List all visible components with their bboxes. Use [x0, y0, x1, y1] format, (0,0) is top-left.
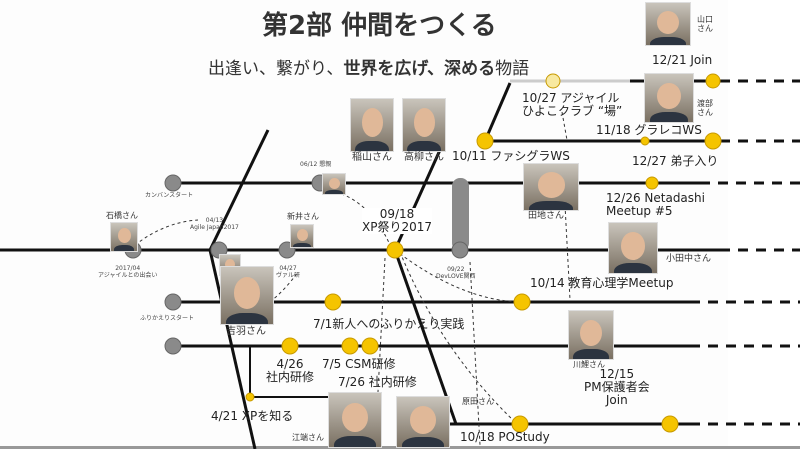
photo-yamaguchi: [645, 2, 691, 46]
label-val: 04/27 ヴァル研: [276, 265, 301, 279]
photo-watanabe: [644, 73, 694, 123]
slide-subtitle: 出逢い、繋がり、世界を広げ、深める物語: [208, 60, 529, 79]
photo-harada: [396, 396, 450, 448]
photo-arai: [290, 224, 314, 248]
label-kenshu426: 4/26 社内研修: [266, 357, 315, 385]
label-graphreco: 11/18 グラレコWS: [596, 123, 702, 137]
person-name: 渡部 さん: [697, 99, 713, 117]
label-kyoiku: 10/14 教育心理学Meetup: [530, 276, 674, 290]
label-furikaeri: ふりかえりスタート: [140, 315, 195, 322]
node-circle: [164, 293, 182, 311]
label-xp421: 4/21 XPを知る: [211, 409, 294, 423]
photo-odanaka: [608, 222, 658, 274]
photo-takayanagi: [402, 98, 446, 152]
relation-arrow: [561, 111, 568, 141]
event-circle: [511, 415, 529, 433]
node-circle: [451, 241, 469, 259]
event-circle: [324, 293, 342, 311]
event-circle: [361, 337, 379, 355]
subtitle-emphasis: 世界を広げ、深める: [343, 59, 496, 79]
relation-arrow: [469, 261, 481, 446]
label-join1221: 12/21 Join: [652, 53, 713, 67]
person-name: 石橋さん: [106, 211, 138, 220]
relation-arrow: [269, 271, 299, 303]
person-name: 川鯉さん: [573, 360, 605, 369]
person-name: 高柳さん: [404, 152, 444, 163]
branch-line: [208, 129, 270, 251]
subtitle-part: 物語: [495, 59, 530, 79]
event-circle: [476, 132, 494, 150]
relation-arrow: [134, 219, 199, 246]
branch-line: [393, 149, 442, 251]
relation-arrow: [374, 257, 386, 449]
person-name: 山口 さん: [697, 15, 713, 33]
relation-arrow: [564, 204, 571, 301]
person-name: 吉羽さん: [226, 326, 266, 337]
branch-line: [393, 249, 458, 425]
label-hiyoko: 10/27 アジャイル ひよこクラブ “場”: [522, 91, 623, 119]
branch-line: [483, 82, 512, 142]
relation-arrow: [399, 251, 516, 423]
photo-tachi: [523, 163, 579, 211]
event-circle: [386, 241, 404, 259]
subtitle-part: 出逢い、繋がり、: [208, 59, 344, 79]
devlove-bar: [452, 178, 469, 251]
label-netadashi: 12/26 Netadashi Meetup #5: [606, 191, 705, 219]
node-circle: [164, 174, 182, 192]
event-circle: [545, 73, 561, 89]
photo-yoshiba: [220, 266, 274, 325]
photo-kondan: [322, 173, 346, 195]
event-circle: [640, 136, 650, 146]
slide-title: 第2部 仲間をつくる: [262, 11, 497, 41]
person-name: 江端さん: [292, 433, 324, 442]
event-circle: [645, 176, 659, 190]
label-fasigura: 10/11 ファシグラWS: [452, 149, 570, 163]
photo-kawakoi: [568, 310, 614, 360]
label-kenshu726: 7/26 社内研修: [338, 375, 417, 389]
label-kanban: カンバンスタート: [145, 192, 194, 199]
photo-ishibashi: [110, 222, 138, 252]
label-postudy: 10/18 POStudy: [460, 430, 550, 444]
label-agile-japan: 04/13 Agile Japan2017: [190, 217, 239, 231]
event-circle: [341, 337, 359, 355]
photo-inayama: [350, 98, 394, 152]
person-name: 田地さん: [528, 211, 565, 221]
person-name: 新井さん: [287, 212, 319, 221]
event-circle: [513, 293, 531, 311]
event-circle: [661, 415, 679, 433]
label-kondan: 06/12 懇親: [300, 161, 332, 168]
label-shinjin: 7/1新人へのふりかえり実践: [313, 317, 465, 331]
label-xpmatsuri: 09/18 XP祭り2017: [362, 207, 432, 235]
event-circle: [245, 392, 255, 402]
person-name: 稲山さん: [352, 152, 392, 163]
relation-arrow: [394, 249, 521, 303]
event-circle: [281, 337, 299, 355]
person-name: 原田さん: [462, 397, 494, 406]
branch-line: [208, 249, 257, 449]
person-name: 小田中さん: [666, 254, 712, 264]
label-csm: 7/5 CSM研修: [322, 357, 396, 371]
event-circle: [704, 132, 722, 150]
event-circle: [705, 73, 721, 89]
label-agile-meet: 2017/04 アジャイルとの出会い: [98, 265, 158, 279]
photo-ebata: [328, 392, 382, 448]
label-deshi: 12/27 弟子入り: [632, 154, 719, 168]
node-circle: [164, 337, 182, 355]
label-devlove: 09/22 DevLOVE関西: [436, 266, 476, 280]
label-pm: 12/15 PM保護者会 Join: [584, 367, 650, 408]
